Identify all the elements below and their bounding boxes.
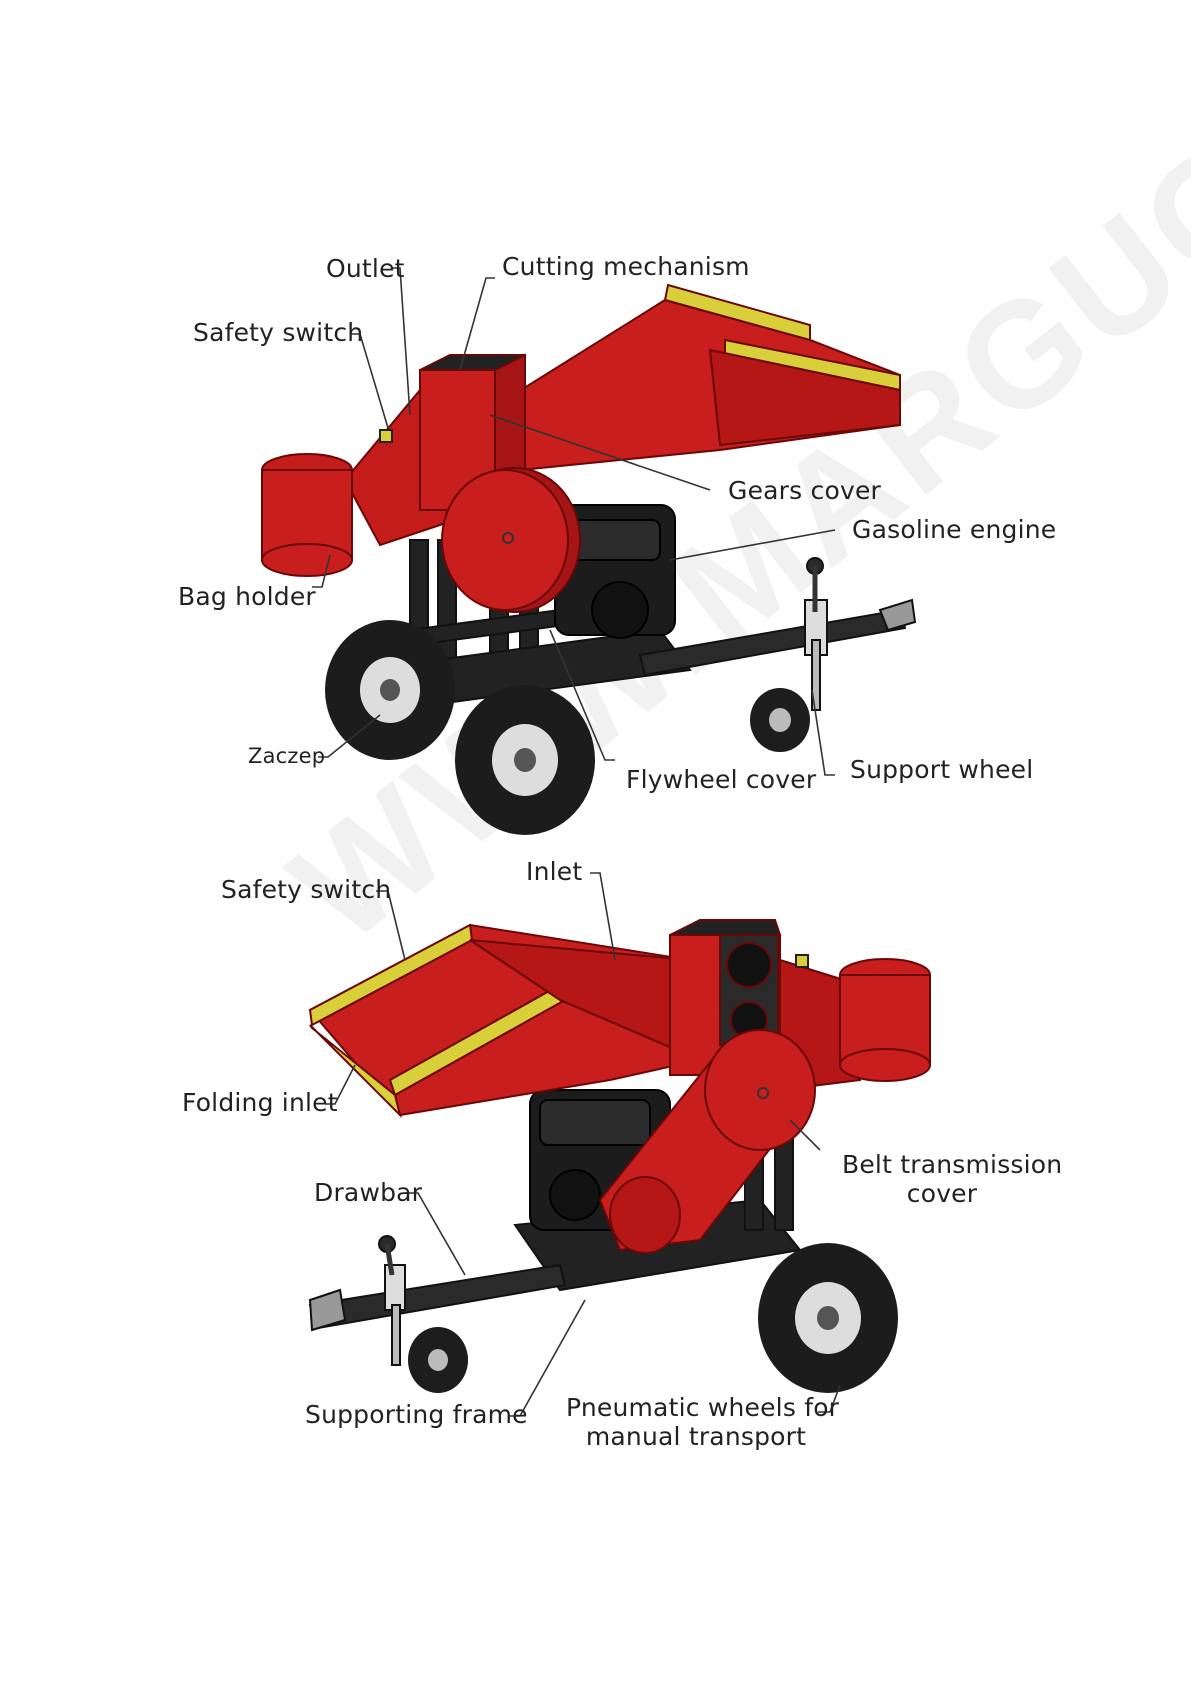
leader-inlet: [590, 873, 615, 960]
leader-belt-transmission: [790, 1120, 820, 1150]
label-supporting-frame: Supporting frame: [305, 1400, 528, 1429]
label-belt-transmission-line2: cover: [842, 1179, 1042, 1208]
label-belt-transmission-line1: Belt transmission: [842, 1150, 1042, 1179]
label-pneumatic-wheels-line1: Pneumatic wheels for: [566, 1393, 826, 1422]
label-belt-transmission-cover: Belt transmission cover: [842, 1150, 1042, 1208]
label-drawbar: Drawbar: [314, 1178, 422, 1207]
label-safety-switch-bottom: Safety switch: [221, 875, 391, 904]
label-inlet: Inlet: [526, 857, 582, 886]
label-folding-inlet: Folding inlet: [182, 1088, 338, 1117]
label-pneumatic-wheels-line2: manual transport: [566, 1422, 826, 1451]
label-pneumatic-wheels: Pneumatic wheels for manual transport: [566, 1393, 826, 1451]
